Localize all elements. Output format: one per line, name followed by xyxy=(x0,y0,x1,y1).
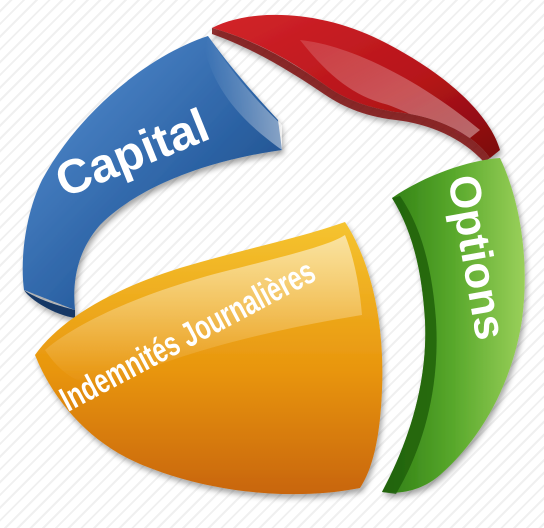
segment-indemnites-journalieres: Indemnités Journalières xyxy=(35,222,383,495)
segment-top-red xyxy=(212,14,500,162)
segment-capital: Capital xyxy=(22,36,283,318)
segment-options: Options xyxy=(382,158,525,494)
